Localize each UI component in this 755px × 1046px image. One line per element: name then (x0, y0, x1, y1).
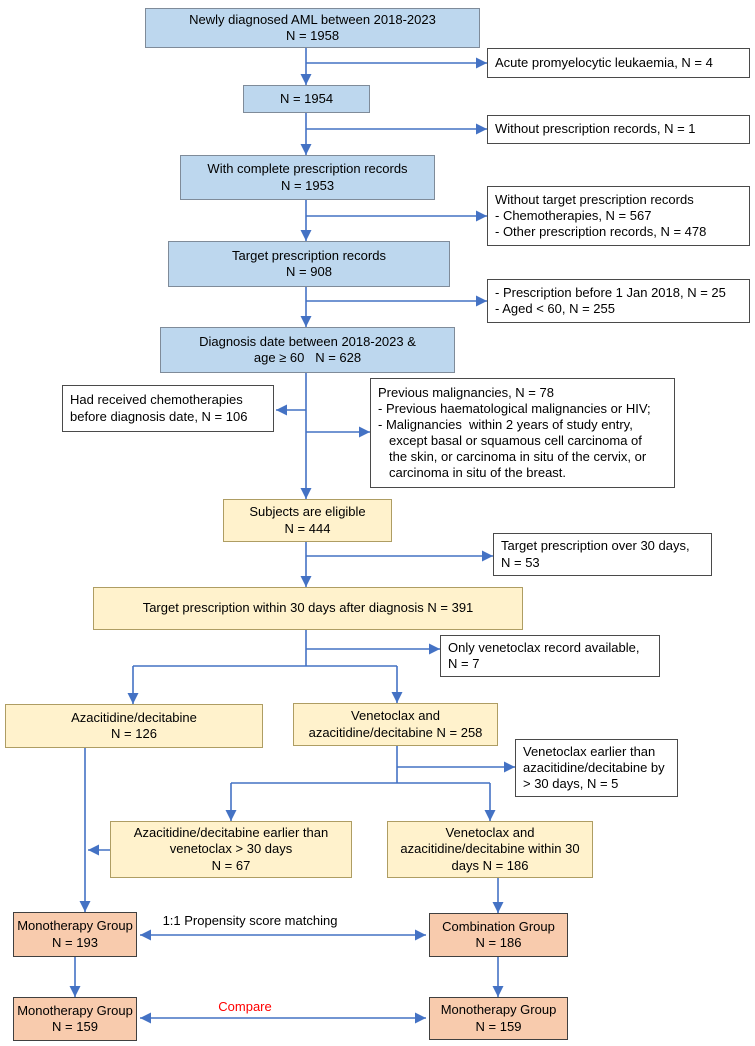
text-line: Target prescription records (232, 247, 386, 263)
box-venetoclax-258: Venetoclax and azacitidine/decitabine N … (293, 703, 498, 746)
text-line: Target prescription within 30 days after… (142, 600, 474, 616)
exclusion-box-apl: Acute promyelocytic leukaemia, N = 4 (487, 48, 750, 78)
text-line: N = 908 (286, 264, 332, 279)
text-line: Azacitidine/decitabine (71, 709, 197, 725)
text-line: Newly diagnosed AML between 2018-2023 (189, 11, 436, 27)
text-line: Without target prescription records (495, 191, 694, 207)
text-line: N = 159 (475, 1018, 522, 1034)
exclusion-box-previous-malignancies: Previous malignancies, N = 78 - Previous… (370, 378, 675, 488)
box-monotherapy-159-left: Monotherapy Group N = 159 (13, 997, 137, 1041)
box-subjects-eligible: Subjects are eligible N = 444 (223, 499, 392, 542)
text-line: N = 1958 (285, 28, 340, 43)
text-line: Target prescription over 30 days, (501, 538, 690, 554)
text-line: azacitidine/decitabine N = 258 (308, 724, 483, 740)
propensity-matching-label: 1:1 Propensity score matching (162, 913, 338, 928)
text-line: N = 186 (475, 935, 522, 950)
text-line: Had received chemotherapies (70, 392, 243, 408)
box-n1954: N = 1954 (243, 85, 370, 113)
box-combination-186: Combination Group N = 186 (429, 913, 568, 957)
text-line: Without prescription records, N = 1 (495, 121, 696, 137)
text-line: venetoclax > 30 days (169, 841, 293, 857)
box-diagnosis-date: Diagnosis date between 2018-2023 & age ≥… (160, 327, 455, 373)
box-target-prescription: Target prescription records N = 908 (168, 241, 450, 287)
text-line: Acute promyelocytic leukaemia, N = 4 (495, 54, 713, 70)
box-monotherapy-159-right: Monotherapy Group N = 159 (429, 997, 568, 1040)
exclusion-box-before-2018: - Prescription before 1 Jan 2018, N = 25… (487, 279, 750, 323)
text-line: > 30 days, N = 5 (523, 776, 619, 792)
text-line: Only venetoclax record available, (448, 639, 640, 655)
text-line: the skin, or carcinoma in situ of the ce… (389, 449, 647, 465)
box-azacitidine-decitabine: Azacitidine/decitabine N = 126 (5, 704, 263, 748)
text-line: N = 7 (448, 656, 480, 671)
text-line: Venetoclax and (351, 708, 440, 724)
text-line: Diagnosis date between 2018-2023 & (199, 333, 416, 349)
text-line: Monotherapy Group (17, 918, 133, 934)
text-line: Combination Group (442, 918, 555, 934)
box-monotherapy-193: Monotherapy Group N = 193 (13, 912, 137, 957)
text-line: N = 193 (52, 934, 98, 950)
text-line: azacitidine/decitabine by (523, 759, 665, 775)
box-within-30-days: Target prescription within 30 days after… (93, 587, 523, 630)
text-line: N = 67 (211, 857, 251, 873)
text-line: With complete prescription records (207, 161, 408, 177)
text-line: Azacitidine/decitabine earlier than (133, 825, 329, 841)
text-line: Previous malignancies, N = 78 (378, 384, 554, 400)
text-line: N = 159 (52, 1019, 98, 1034)
box-ven-within30-186: Venetoclax and azacitidine/decitabine wi… (387, 821, 593, 878)
text-line: days N = 186 (451, 857, 529, 873)
exclusion-box-prior-chemo: Had received chemotherapies before diagn… (62, 385, 274, 432)
box-newly-diagnosed-aml: Newly diagnosed AML between 2018-2023 N … (145, 8, 480, 48)
text-line: N = 1954 (279, 90, 334, 106)
exclusion-box-ven-earlier: Venetoclax earlier than azacitidine/deci… (515, 739, 678, 797)
text-line: - Previous haematological malignancies o… (378, 400, 651, 416)
text-line: azacitidine/decitabine within 30 (400, 841, 580, 857)
text-line: Monotherapy Group (440, 1002, 557, 1018)
text-line: carcinoma in situ of the breast. (389, 465, 567, 481)
text-line: - Other prescription records, N = 478 (495, 224, 707, 240)
text-line: Subjects are eligible (249, 504, 366, 520)
text-line: N = 444 (284, 520, 331, 536)
compare-label: Compare (218, 999, 272, 1014)
exclusion-box-over-30-days: Target prescription over 30 days, N = 53 (493, 533, 712, 576)
text-line: N = 1953 (280, 177, 335, 193)
text-line: Venetoclax earlier than (523, 743, 656, 759)
box-aza-earlier-67: Azacitidine/decitabine earlier than vene… (110, 821, 352, 878)
exclusion-box-no-prescription: Without prescription records, N = 1 (487, 115, 750, 144)
text-line: N = 126 (111, 726, 157, 741)
text-line: age ≥ 60 N = 628 (253, 350, 362, 365)
text-line: except basal or squamous cell carcinoma … (389, 433, 642, 448)
text-line: - Prescription before 1 Jan 2018, N = 25 (495, 284, 726, 300)
text-line: - Malignancies within 2 years of study e… (378, 416, 633, 432)
box-complete-prescription: With complete prescription records N = 1… (180, 155, 435, 200)
text-line: Monotherapy Group (17, 1002, 133, 1018)
exclusion-box-no-target-prescription: Without target prescription records - Ch… (487, 186, 750, 246)
text-line: Venetoclax and (445, 825, 535, 841)
text-line: before diagnosis date, N = 106 (70, 408, 248, 424)
text-line: - Aged < 60, N = 255 (495, 301, 615, 316)
exclusion-box-only-venetoclax: Only venetoclax record available, N = 7 (440, 635, 660, 677)
text-line: - Chemotherapies, N = 567 (495, 207, 652, 223)
text-line: N = 53 (501, 554, 540, 570)
